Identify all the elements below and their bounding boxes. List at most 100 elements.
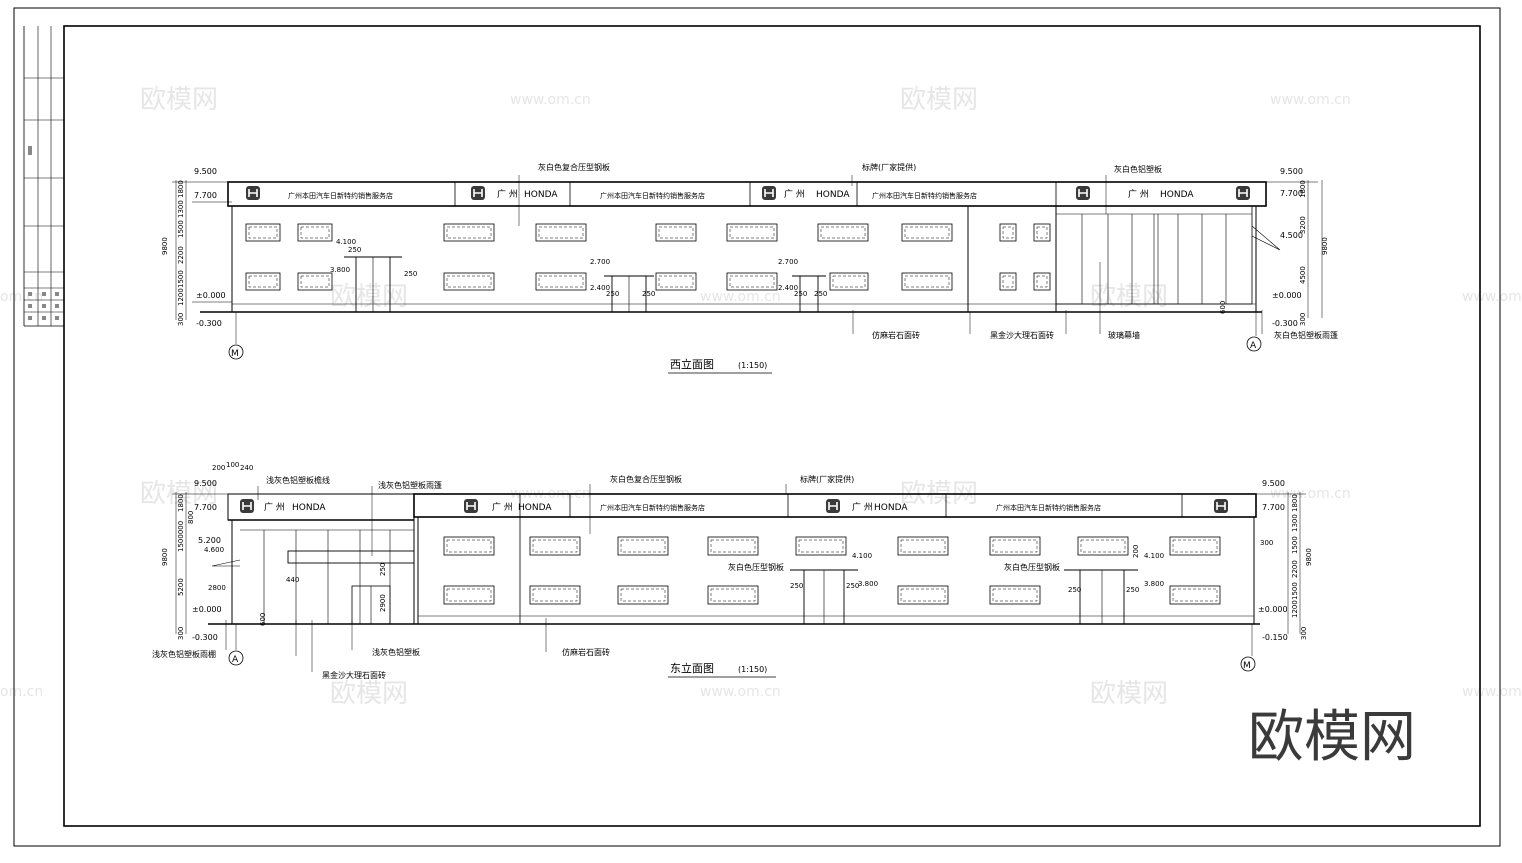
honda-logo-icon: [762, 186, 776, 200]
dimension-label: 9800: [1321, 237, 1329, 255]
sign-brand: HONDA: [1160, 190, 1194, 200]
dimension-label: 250: [348, 246, 361, 254]
level-mark: 9.500: [1262, 479, 1285, 488]
drawing-title: 东立面图: [670, 661, 714, 675]
dimension-label: 250: [404, 270, 417, 278]
window: [655, 223, 697, 242]
dimension-label: 300: [177, 313, 185, 326]
dimension-label: 2900: [379, 594, 387, 612]
level-mark: -0.300: [192, 633, 218, 642]
west-door-dimensions: 4.100 3.800 250 250 2.700 2.400 250 250 …: [330, 238, 827, 298]
honda-logo-icon: [1236, 186, 1250, 200]
window: [897, 585, 949, 605]
dimension-label: 1800: [1299, 180, 1307, 198]
watermark-url: www.om.cn: [510, 92, 591, 108]
window: [707, 585, 759, 605]
east-level-marks-right: 9.500 7.700 ±0.000 -0.150 1800 1300 1500…: [1256, 479, 1313, 642]
window: [1033, 272, 1051, 291]
callout-label: 灰白色复合压型钢板: [610, 474, 682, 484]
level-mark: 3.800: [858, 580, 878, 588]
watermark-url: www.om.cn: [700, 684, 781, 700]
level-mark: 7.700: [194, 191, 217, 200]
dimension-label: 1200: [177, 288, 185, 306]
dimension-label: 250: [642, 290, 655, 298]
honda-logo-icon: [471, 186, 485, 200]
level-mark: 9.500: [1280, 167, 1303, 176]
axis-label: M: [231, 349, 239, 359]
east-windows: [443, 536, 1221, 605]
watermark-brand: 欧模网: [1090, 282, 1168, 312]
level-mark: 2.700: [590, 258, 610, 266]
title-strip-mark: [28, 304, 32, 308]
window: [1033, 223, 1051, 242]
dimension-label: 9800: [1305, 548, 1313, 566]
dimension-label: 600: [1219, 301, 1227, 314]
window: [535, 272, 587, 291]
door: [790, 569, 858, 625]
watermark-url: www.om.cn: [1270, 486, 1351, 502]
building-outline: [417, 516, 1255, 625]
callout-label: 黑金沙大理石面砖: [990, 330, 1054, 340]
dimension-label: 100: [226, 461, 239, 469]
watermark-brand: 欧模网: [900, 85, 978, 115]
window: [1077, 536, 1129, 556]
level-mark: 4.100: [852, 552, 872, 560]
title-strip-mark: [42, 304, 46, 308]
dimension-label: 1500: [1291, 582, 1299, 600]
title-strip-mark: [55, 316, 59, 320]
watermark-url: www.om.cn: [700, 289, 781, 305]
sheet-frame: [13, 7, 1501, 847]
glass-curtain-wall: [1055, 205, 1281, 305]
door: [344, 256, 402, 313]
dimension-label: 1500: [1291, 536, 1299, 554]
callout-label: 标牌(厂家提供): [862, 162, 916, 172]
sign-text: 广州本田汽车日新特约销售服务店: [288, 191, 393, 200]
dimension-label: 200: [1132, 545, 1140, 558]
sign-text: 广州本田汽车日新特约销售服务店: [600, 191, 705, 200]
dimension-label: 250: [1068, 586, 1081, 594]
dimension-label: 440: [286, 576, 299, 584]
west-elevation: 广州本田汽车日新特约销售服务店 广 州 HONDA 广州本田汽车日新特约销售服务…: [161, 162, 1338, 374]
dimension-label: 1300: [177, 200, 185, 218]
dimension-label: 250: [790, 582, 803, 590]
callout-label: 仿麻岩石面砖: [562, 647, 610, 657]
window: [443, 585, 495, 605]
level-mark: 7.700: [194, 503, 217, 512]
window: [989, 585, 1041, 605]
axis-bubble: M: [1240, 624, 1256, 672]
watermark-brand: 欧模网: [1090, 679, 1168, 709]
title-strip-mark: [55, 304, 59, 308]
drawing-title: 西立面图: [670, 357, 714, 371]
title-strip-mark: [42, 316, 46, 320]
callout-label: 灰白色压型钢板: [728, 562, 784, 572]
title-strip-mark: [55, 292, 59, 296]
dimension-label: 9800: [161, 548, 169, 566]
dimension-label: 600: [259, 613, 267, 626]
dimension-label: 800: [187, 511, 195, 524]
dimension-label: 250: [1126, 586, 1139, 594]
outer-border: [13, 7, 1501, 847]
east-misc-dimensions: 2800 440 250 2900 600 300 250 250 250 25…: [208, 539, 1273, 626]
honda-logo-icon: [1076, 186, 1090, 200]
window: [617, 585, 669, 605]
window: [529, 536, 581, 556]
level-mark: 4.100: [1144, 552, 1164, 560]
window: [726, 223, 778, 242]
title-strip-mark: [42, 292, 46, 296]
sign-brand: HONDA: [518, 503, 552, 513]
entrance-canopy: [287, 550, 415, 564]
level-mark: 9.500: [194, 167, 217, 176]
dimension-label: 9800: [161, 237, 169, 255]
axis-bubble: A: [228, 624, 244, 666]
sign-brand: HONDA: [874, 503, 908, 513]
title-strip-mark: [28, 316, 32, 320]
dimension-label: 1800: [1291, 494, 1299, 512]
dimension-label: 4500: [1299, 266, 1307, 284]
dimension-label: 3200: [1299, 216, 1307, 234]
dimension-label: 250: [794, 290, 807, 298]
callout-label: 玻璃幕墙: [1108, 330, 1140, 340]
dimension-label: 300: [1260, 539, 1273, 547]
window: [443, 272, 495, 291]
level-mark: ±0.000: [1272, 291, 1302, 300]
window: [297, 223, 333, 242]
